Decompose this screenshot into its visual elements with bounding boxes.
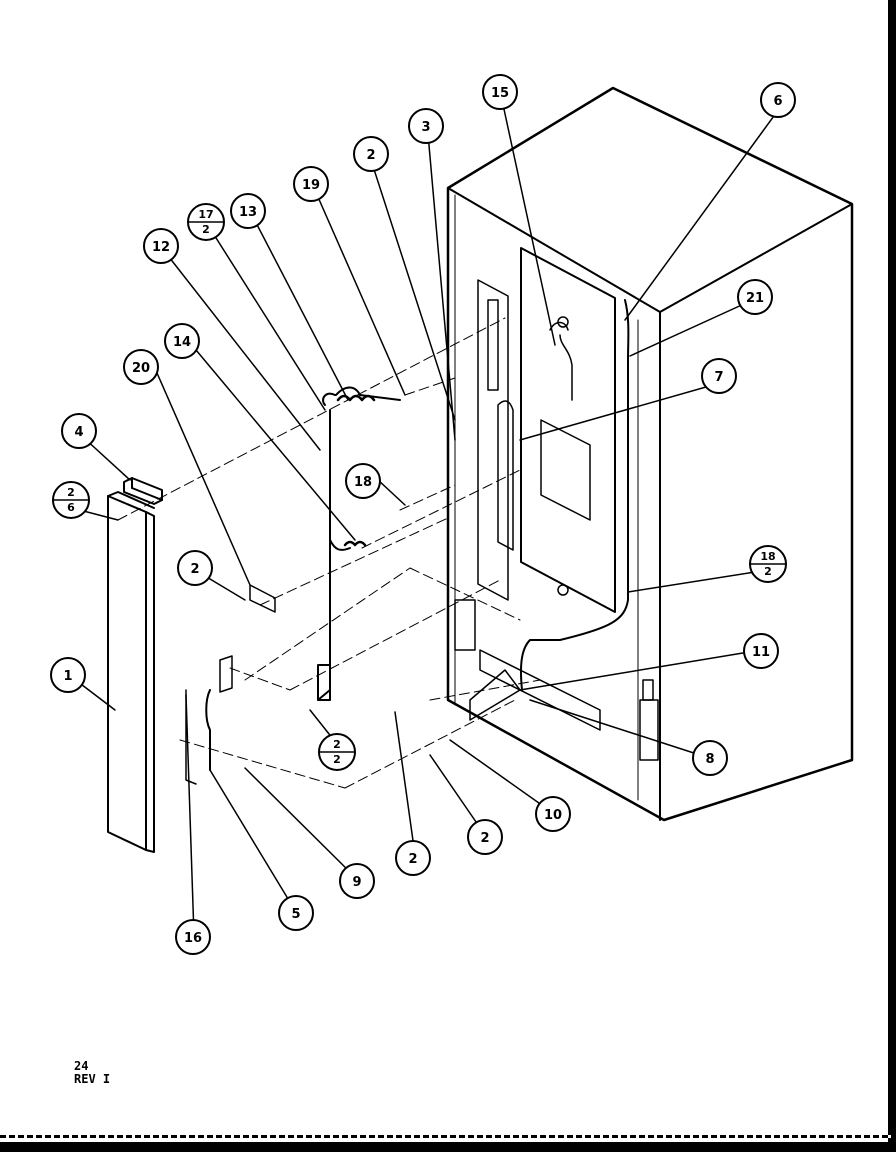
callout-16: 16 xyxy=(175,919,211,955)
svg-text:19: 19 xyxy=(302,178,320,193)
svg-text:14: 14 xyxy=(173,335,191,350)
svg-text:7: 7 xyxy=(714,370,723,385)
callout-7: 7 xyxy=(701,358,737,394)
leader-lines xyxy=(68,99,780,937)
bottom-border-dashed xyxy=(0,1135,896,1138)
svg-text:11: 11 xyxy=(752,645,770,660)
right-border xyxy=(888,0,896,1152)
callout-2-top: 2 xyxy=(353,136,389,172)
svg-text:6: 6 xyxy=(67,501,75,514)
callout-8: 8 xyxy=(692,740,728,776)
callout-4: 4 xyxy=(61,413,97,449)
svg-text:2: 2 xyxy=(480,831,489,846)
callout-14: 14 xyxy=(164,323,200,359)
callout-2-bottom: 2 xyxy=(395,840,431,876)
svg-text:2: 2 xyxy=(67,486,75,499)
svg-text:3: 3 xyxy=(421,120,430,135)
callout-2-left: 2 xyxy=(177,550,213,586)
svg-text:2: 2 xyxy=(408,852,417,867)
bottom-controls xyxy=(454,599,659,761)
callout-17-over-2: 17 2 xyxy=(187,203,225,241)
wiring-assembly xyxy=(185,386,401,785)
callout-13: 13 xyxy=(230,193,266,229)
callout-5: 5 xyxy=(278,895,314,931)
svg-text:9: 9 xyxy=(352,875,361,890)
callout-18: 18 xyxy=(345,463,381,499)
svg-text:5: 5 xyxy=(291,907,300,922)
svg-text:2: 2 xyxy=(764,565,772,578)
callout-10: 10 xyxy=(535,796,571,832)
svg-text:1: 1 xyxy=(63,669,72,684)
callout-18-over-2: 18 2 xyxy=(749,545,787,583)
tubing xyxy=(520,299,630,691)
page-footer: 24 REV I xyxy=(74,1060,110,1086)
svg-text:13: 13 xyxy=(239,205,257,220)
callout-15: 15 xyxy=(482,74,518,110)
svg-text:2: 2 xyxy=(333,738,341,751)
part-4 xyxy=(123,477,163,505)
callout-1: 1 xyxy=(50,657,86,693)
svg-text:8: 8 xyxy=(705,752,714,767)
svg-text:6: 6 xyxy=(773,94,782,109)
callout-6: 6 xyxy=(760,82,796,118)
bottom-border xyxy=(0,1142,896,1152)
svg-text:15: 15 xyxy=(491,86,509,101)
callout-19: 19 xyxy=(293,166,329,202)
svg-text:4: 4 xyxy=(74,425,83,440)
svg-text:21: 21 xyxy=(746,291,764,306)
guide-lines xyxy=(117,317,541,789)
callout-3: 3 xyxy=(408,108,444,144)
svg-text:2: 2 xyxy=(202,223,210,236)
callouts: 1 4 20 2 14 12 13 19 2 3 15 6 21 7 18 11… xyxy=(50,74,796,955)
svg-text:10: 10 xyxy=(544,808,562,823)
callout-21: 21 xyxy=(737,279,773,315)
svg-text:17: 17 xyxy=(198,208,213,221)
cabinet-body xyxy=(446,86,854,822)
page-number: 24 xyxy=(74,1059,89,1073)
revision-label: REV I xyxy=(74,1072,111,1086)
panel-1 xyxy=(107,491,155,853)
callout-2-bottom-right: 2 xyxy=(467,819,503,855)
rear-panel xyxy=(477,247,616,613)
svg-text:2: 2 xyxy=(366,148,375,163)
callout-2-over-2: 2 2 xyxy=(318,733,356,771)
svg-text:16: 16 xyxy=(184,931,202,946)
svg-text:18: 18 xyxy=(760,550,775,563)
svg-text:20: 20 xyxy=(132,361,150,376)
svg-text:2: 2 xyxy=(190,562,199,577)
callout-2-over-6: 2 6 xyxy=(52,481,90,519)
svg-text:2: 2 xyxy=(333,753,341,766)
fraction-callouts: 2 6 17 2 18 2 2 2 xyxy=(52,203,787,771)
callout-9: 9 xyxy=(339,863,375,899)
callout-11: 11 xyxy=(743,633,779,669)
svg-text:18: 18 xyxy=(354,475,372,490)
callout-20: 20 xyxy=(123,349,159,385)
callout-12: 12 xyxy=(143,228,179,264)
svg-text:12: 12 xyxy=(152,240,170,255)
